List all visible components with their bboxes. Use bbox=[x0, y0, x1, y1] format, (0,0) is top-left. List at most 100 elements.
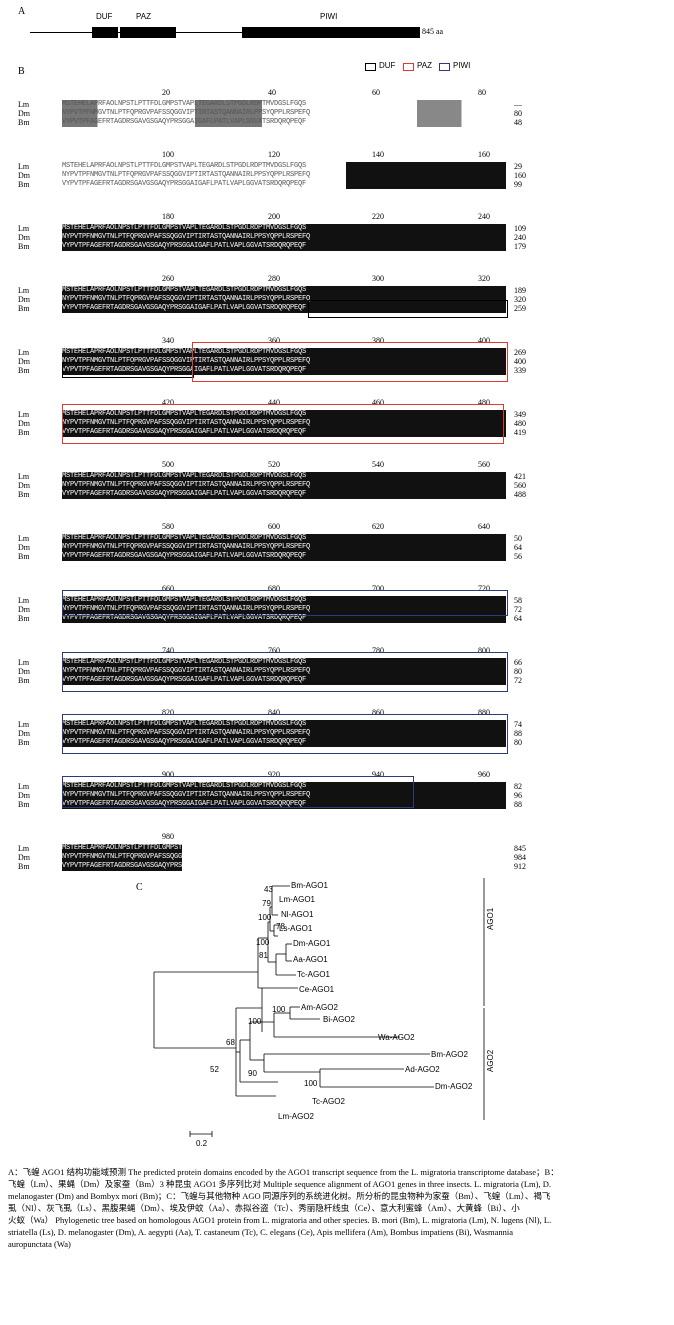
ruler-tick-label: 740 bbox=[162, 646, 174, 655]
species-label: Lm bbox=[18, 534, 30, 543]
taxon-nl-ago1: Nl-AGO1 bbox=[281, 910, 314, 919]
species-label: Dm bbox=[18, 729, 30, 738]
species-label: Dm bbox=[18, 667, 30, 676]
bootstrap-value: 68 bbox=[226, 1038, 235, 1047]
species-label: Lm bbox=[18, 100, 30, 109]
species-label: Bm bbox=[18, 614, 30, 623]
sequence-row: MSTEHELAPRFAOLNPSTLPTTFDLGMPSTVAPLTEGARD… bbox=[62, 472, 506, 481]
sequence-row: MSTEHELAPRFAOLNPSTLPTTFDLGMPSTVAPLTEGARD… bbox=[62, 224, 506, 233]
ruler-tick-label: 840 bbox=[268, 708, 280, 717]
duf-domain-label: DUF bbox=[96, 12, 113, 21]
taxon-bi-ago2: Bi-AGO2 bbox=[323, 1015, 356, 1024]
sequence-row: NYPVTPFNMGVTNLPTFQPRGVPAFSSQGGVIPTIRTAST… bbox=[62, 419, 506, 428]
sequence-end-position: 109 bbox=[514, 224, 526, 233]
sequence-row: VYPVTPFAGEFRTAGDRSGAVGSGAQYPRSGGAIGAFLPA… bbox=[62, 118, 506, 127]
sequence-row: VYPVTPFAGEFRTAGDRSGAVGSGAQYPRSGGAIGAFLPA… bbox=[62, 614, 506, 623]
species-label: Bm bbox=[18, 180, 30, 189]
species-label: Dm bbox=[18, 853, 30, 862]
taxon-dm-ago2: Dm-AGO2 bbox=[435, 1082, 473, 1091]
sequence-row: MSTEHELAPRFAOLNPSTLPTTFDLGMPSTVAPLTEGARD… bbox=[62, 596, 506, 605]
sequence-row: MSTEHELAPRFAOLNPSTLPTTFDLGMPSTVAPLTEGARD… bbox=[62, 100, 506, 109]
bootstrap-value: 43 bbox=[264, 885, 273, 894]
ruler-tick-label: 820 bbox=[162, 708, 174, 717]
sequence-end-position: 269 bbox=[514, 348, 526, 357]
sequence-row: VYPVTPFAGEFRTAGDRSGAVGSGAQYPRSGGAIGAFLPA… bbox=[62, 428, 506, 437]
taxon-aa-ago1: Aa-AGO1 bbox=[293, 955, 328, 964]
paz-domain-label: PAZ bbox=[136, 12, 151, 21]
taxon-lm-ago1: Lm-AGO1 bbox=[279, 895, 316, 904]
sequence-end-position: 560 bbox=[514, 481, 526, 490]
sequence-row: NYPVTPFNMGVTNLPTFQPRGVPAFSSQGGVIPTIRTAST… bbox=[62, 171, 506, 180]
species-label: Dm bbox=[18, 171, 30, 180]
taxon-bm-ago2: Bm-AGO2 bbox=[431, 1050, 468, 1059]
species-label: Bm bbox=[18, 366, 30, 375]
taxon-ad-ago2: Ad-AGO2 bbox=[405, 1065, 440, 1074]
sequence-end-position: — bbox=[514, 100, 522, 109]
taxon-bm-ago1: Bm-AGO1 bbox=[291, 881, 328, 890]
species-label: Dm bbox=[18, 791, 30, 800]
domain-highlight-box bbox=[62, 714, 508, 754]
species-label: Bm bbox=[18, 118, 30, 127]
sequence-end-position: 259 bbox=[514, 304, 526, 313]
caption-line: 飞蝗（Lm）、果蝇（Dm）及家蚕（Bm）3 种昆虫 AGO1 多序列比对 Mul… bbox=[8, 1179, 551, 1189]
ruler-tick-label: 580 bbox=[162, 522, 174, 531]
species-label: Bm bbox=[18, 738, 30, 747]
legend-duf-label: DUF bbox=[379, 61, 396, 70]
ruler-tick-label: 600 bbox=[268, 522, 280, 531]
sequence-row: MSTEHELAPRFAOLNPSTLPTTFDLGMPSTVAPLTEGARD… bbox=[62, 844, 182, 853]
sequence-row: MSTEHELAPRFAOLNPSTLPTTFDLGMPSTVAPLTEGARD… bbox=[62, 534, 506, 543]
sequence-end-position: 88 bbox=[514, 729, 522, 738]
ruler-tick-label: 260 bbox=[162, 274, 174, 283]
species-label: Lm bbox=[18, 782, 30, 791]
sequence-end-position: 58 bbox=[514, 596, 522, 605]
sequence-row: VYPVTPFAGEFRTAGDRSGAVGSGAQYPRSGGAIGAFLPA… bbox=[62, 738, 506, 747]
species-label: Bm bbox=[18, 304, 30, 313]
species-label: Dm bbox=[18, 481, 30, 490]
species-label: Bm bbox=[18, 552, 30, 561]
bootstrap-value: 100 bbox=[304, 1079, 318, 1088]
sequence-row: MSTEHELAPRFAOLNPSTLPTTFDLGMPSTVAPLTEGARD… bbox=[62, 720, 506, 729]
ruler-tick-label: 300 bbox=[372, 274, 384, 283]
domain-highlight-box bbox=[62, 404, 504, 444]
species-label: Lm bbox=[18, 596, 30, 605]
caption-line: A：飞蝗 AGO1 结构功能域预测 The predicted protein … bbox=[8, 1167, 559, 1177]
ruler-tick-label: 680 bbox=[268, 584, 280, 593]
alignment-block: 980LmMSTEHELAPRFAOLNPSTLPTTFDLGMPSTVAPLT… bbox=[18, 832, 658, 882]
ruler-tick-label: 540 bbox=[372, 460, 384, 469]
sequence-row: VYPVTPFAGEFRTAGDRSGAVGSGAQYPRSGGAIGAFLPA… bbox=[62, 800, 506, 809]
ruler-tick-label: 900 bbox=[162, 770, 174, 779]
ruler-tick-label: 60 bbox=[372, 88, 380, 97]
species-label: Bm bbox=[18, 428, 30, 437]
paz-domain-bar bbox=[120, 27, 176, 38]
species-label: Dm bbox=[18, 295, 30, 304]
sequence-row: NYPVTPFNMGVTNLPTFQPRGVPAFSSQGGVIPTIRTAST… bbox=[62, 605, 506, 614]
species-label: Lm bbox=[18, 162, 30, 171]
domain-highlight-box bbox=[62, 590, 508, 616]
ruler-tick-label: 520 bbox=[268, 460, 280, 469]
taxon-tc-ago1: Tc-AGO1 bbox=[297, 970, 330, 979]
taxon-tc-ago2: Tc-AGO2 bbox=[312, 1097, 345, 1106]
ruler-tick-label: 860 bbox=[372, 708, 384, 717]
sequence-end-position: 339 bbox=[514, 366, 526, 375]
sequence-row: VYPVTPFAGEFRTAGDRSGAVGSGAQYPRSGGAIGAFLPA… bbox=[62, 862, 182, 871]
ruler-tick-label: 220 bbox=[372, 212, 384, 221]
sequence-end-position: 80 bbox=[514, 738, 522, 747]
ruler-tick-label: 20 bbox=[162, 88, 170, 97]
sequence-end-position: 419 bbox=[514, 428, 526, 437]
ruler-tick-label: 760 bbox=[268, 646, 280, 655]
ruler-tick-label: 620 bbox=[372, 522, 384, 531]
taxon-ce-ago1: Ce-AGO1 bbox=[299, 985, 335, 994]
legend-paz-label: PAZ bbox=[417, 61, 432, 70]
ruler-tick-label: 460 bbox=[372, 398, 384, 407]
domain-legend: DUF PAZ PIWI bbox=[365, 61, 505, 74]
caption-line: 火蚁（Wa） Phylogenetic tree based on homolo… bbox=[8, 1215, 552, 1225]
